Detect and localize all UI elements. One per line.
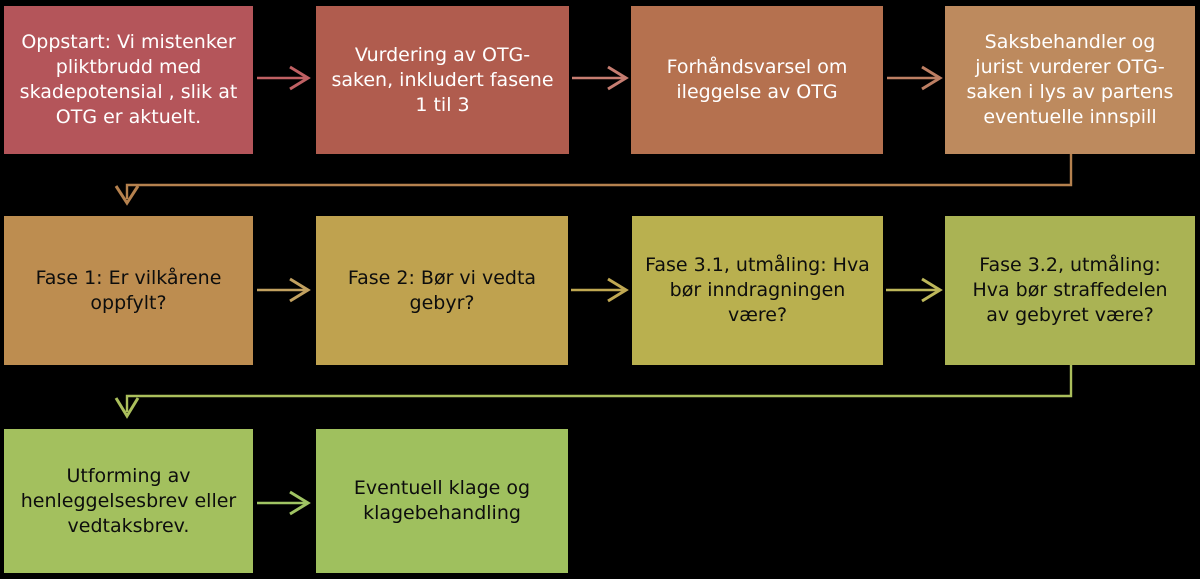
arrow-fase-1-to-fase-2: [257, 277, 311, 303]
arrow-vurdering-to-forhandsvarsel: [572, 65, 629, 91]
arrow-utforming-to-klage: [257, 490, 311, 516]
flow-box-label: Fase 1: Er vilkårene oppfylt?: [35, 266, 222, 314]
flow-box-oppstart: Oppstart: Vi mistenker pliktbrudd med sk…: [4, 6, 253, 154]
flow-box-utforming-brev: Utforming av henleggelsesbrev eller vedt…: [4, 429, 253, 573]
arrow-fase-2-to-fase-3-1: [571, 277, 629, 303]
flow-box-fase-3-1: Fase 3.1, utmåling: Hva bør inndragninge…: [632, 216, 883, 365]
flow-box-label: Eventuell klage og klagebehandling: [353, 477, 531, 524]
flow-box-klage: Eventuell klage og klagebehandling: [316, 429, 568, 573]
elbow-arrow-saksbehandler-to-fase-1: [114, 154, 1073, 206]
flow-box-label: Fase 3.1, utmåling: Hva bør inndragninge…: [645, 254, 870, 326]
flow-box-vurdering-otg-saken: Vurdering av OTG-saken, inkludert fasene…: [316, 6, 569, 154]
arrow-oppstart-to-vurdering: [257, 65, 311, 91]
elbow-arrow-fase-3-2-to-utforming: [114, 365, 1073, 419]
flow-box-label: Forhåndsvarsel om ileggelse av OTG: [666, 56, 848, 103]
flow-box-forhandsvarsel: Forhåndsvarsel om ileggelse av OTG: [631, 6, 883, 154]
flow-box-label: Vurdering av OTG-saken, inkludert fasene…: [331, 43, 554, 116]
flow-box-label: Fase 3.2, utmåling: Hva bør straffedelen…: [972, 254, 1168, 326]
flow-box-saksbehandler-vurdering: Saksbehandler og jurist vurderer OTG-sak…: [945, 6, 1195, 154]
arrow-forhandsvarsel-to-saksbehandler: [887, 65, 943, 91]
flow-box-label: Fase 2: Bør vi vedta gebyr?: [347, 266, 537, 314]
flow-box-label: Utforming av henleggelsesbrev eller vedt…: [20, 464, 237, 537]
flow-box-fase-1: Fase 1: Er vilkårene oppfylt?: [4, 216, 253, 365]
flow-box-fase-3-2: Fase 3.2, utmåling: Hva bør straffedelen…: [945, 216, 1195, 365]
flow-box-fase-2: Fase 2: Bør vi vedta gebyr?: [316, 216, 568, 365]
arrow-fase-3-1-to-fase-3-2: [886, 277, 943, 303]
flow-box-label: Oppstart: Vi mistenker pliktbrudd med sk…: [19, 31, 238, 128]
flow-box-label: Saksbehandler og jurist vurderer OTG-sak…: [966, 31, 1174, 128]
